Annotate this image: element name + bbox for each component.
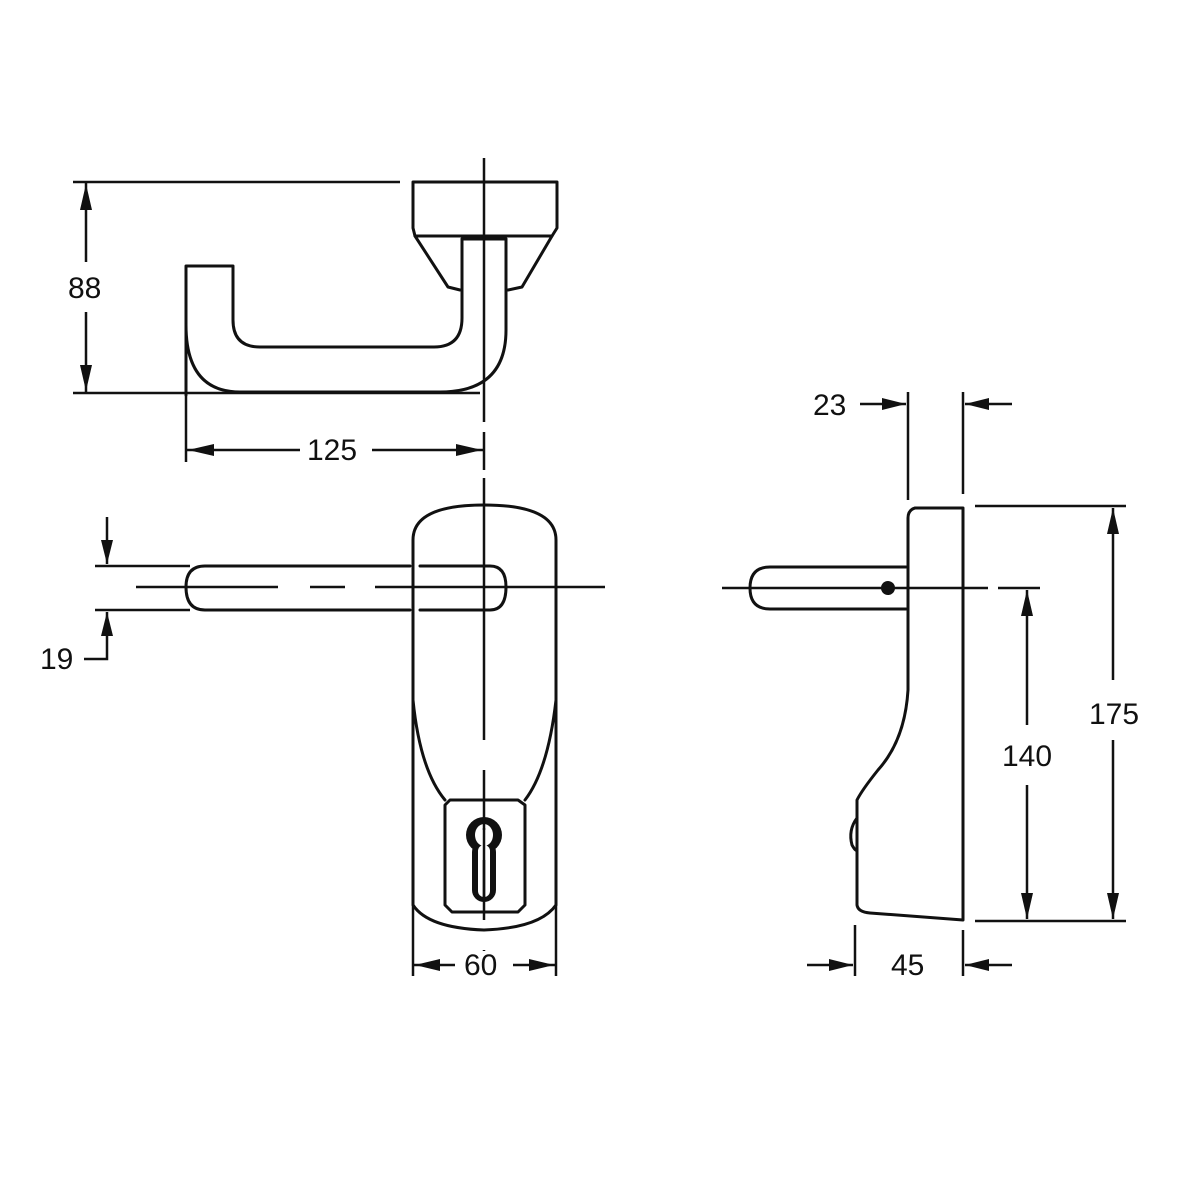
dimension-label-45: 45 [889, 949, 927, 982]
dimension-label-23: 23 [811, 389, 849, 422]
front-view [84, 478, 605, 976]
cylinder-surround [443, 798, 527, 914]
plate-bevel [411, 698, 558, 802]
dimension-label-19: 19 [38, 643, 76, 676]
side-view [722, 392, 1126, 976]
dimension-label-140: 140 [1000, 740, 1055, 773]
dimension-label-175: 175 [1087, 698, 1142, 731]
top-view [73, 158, 559, 470]
keyhole-icon [466, 817, 502, 902]
backplate-outline [411, 503, 558, 932]
rose-taper-right [506, 234, 554, 292]
dimension-label-125: 125 [305, 434, 360, 467]
plate-side-outline [855, 506, 965, 922]
dimension-label-60: 60 [462, 949, 500, 982]
cylinder-protrusion [849, 816, 859, 852]
rose-taper-left [413, 234, 462, 292]
dimension-label-88: 88 [66, 272, 104, 305]
lever-inner [184, 237, 464, 397]
